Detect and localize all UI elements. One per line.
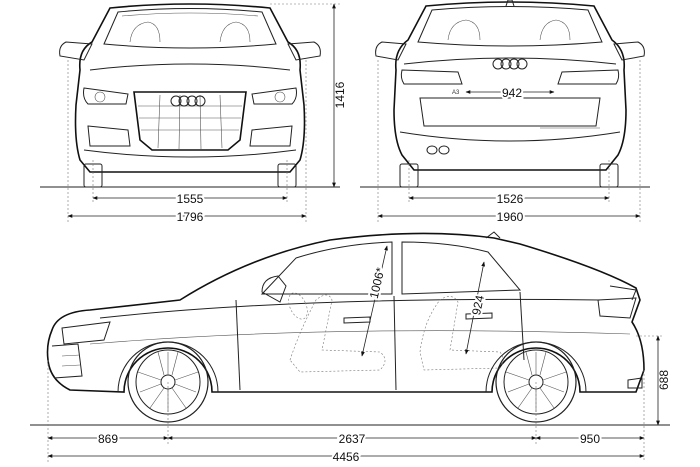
front-view: 1555 1796: [40, 3, 340, 226]
front-headroom-dimension: [361, 245, 388, 357]
length-label: 4456: [333, 450, 360, 464]
height-label: 1416: [333, 81, 347, 108]
rear-right-mirror: [613, 41, 645, 61]
side-view: 1006* 924 688 869: [30, 231, 671, 466]
wheelbase-label: 2637: [339, 432, 366, 446]
rear-headroom-label: 924: [469, 294, 487, 317]
rear-left-mirror: [375, 41, 407, 61]
rear-logo: [492, 58, 528, 70]
width-label: 1796: [177, 210, 204, 224]
front-headroom-label: 1006*: [367, 266, 388, 300]
rear-right-taillight: [557, 69, 620, 85]
svg-text:A3: A3: [452, 90, 460, 96]
width-with-mirrors-label: 1960: [497, 210, 524, 224]
rear-view: A3 942 1526 1960: [360, 0, 650, 226]
front-side-window: [260, 241, 393, 295]
front-grille: [133, 91, 247, 151]
front-track-label: 1555: [177, 192, 204, 206]
side-headlight: [61, 321, 111, 345]
rear-left-taillight: [400, 69, 463, 85]
rear-load-height-label: 688: [657, 370, 671, 390]
side-taillight: [597, 297, 637, 319]
side-mirror: [261, 275, 287, 303]
front-overhang-label: 869: [98, 432, 118, 446]
front-right-mirror: [287, 41, 321, 61]
rear-side-window: [401, 241, 522, 295]
height-dimension-group: 1416: [270, 3, 347, 188]
front-right-headlight: [251, 87, 297, 105]
front-left-headlight: [83, 87, 129, 105]
rear-overhang-label: 950: [580, 432, 600, 446]
trunk-opening-label: 942: [502, 86, 522, 100]
exhaust-left: [426, 145, 438, 155]
front-logo: [170, 95, 206, 107]
rear-track-label: 1526: [497, 192, 524, 206]
exhaust-right: [438, 145, 450, 155]
front-left-mirror: [59, 41, 93, 61]
rear-headroom-dimension: [464, 261, 486, 355]
